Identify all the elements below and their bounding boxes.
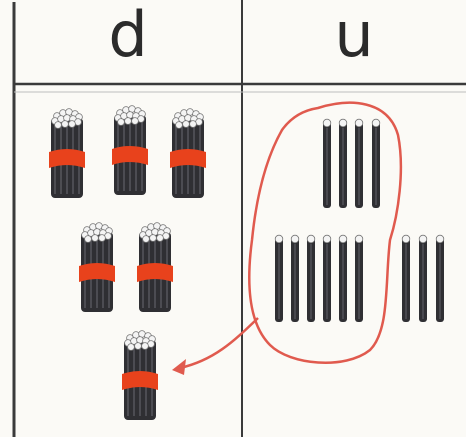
bundle-of-ten [112,106,148,195]
unit-stick [436,235,444,322]
unit-stick [275,235,283,322]
bundle-of-ten [79,223,115,312]
unit-stick [372,119,380,208]
bundle-of-ten [122,331,158,420]
regroup-arrow [180,318,258,368]
unit-stick [339,119,347,208]
unit-stick [355,235,363,322]
unit-stick [291,235,299,322]
tens-column-header: d [14,0,242,82]
unit-stick [307,235,315,322]
bundle-of-ten [170,109,206,198]
unit-stick [323,235,331,322]
unit-sticks [275,119,444,322]
unit-stick [355,119,363,208]
bundle-of-ten [49,109,85,198]
unit-stick [323,119,331,208]
unit-stick [339,235,347,322]
unit-stick [419,235,427,322]
arrow-head-icon [172,359,186,375]
unit-stick [402,235,410,322]
bundle-of-ten [137,223,173,312]
units-column-header: u [242,0,466,82]
